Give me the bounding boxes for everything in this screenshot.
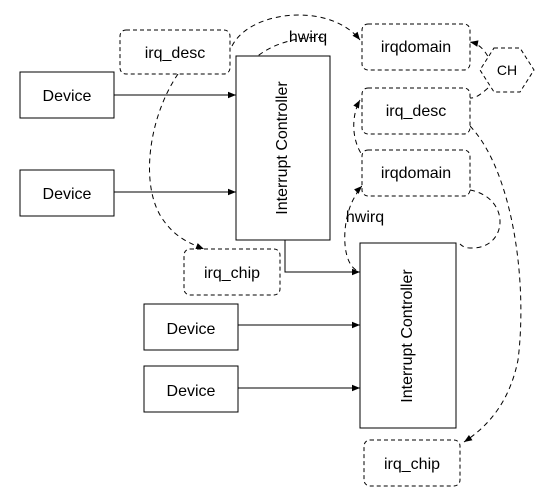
edge-irq-desc-2-to-irq-chip-2 [463, 125, 522, 443]
device-3-label: Device [167, 321, 216, 338]
irq-desc-1: irq_desc [119, 29, 231, 75]
device-3: Device [143, 303, 239, 351]
device-edges [114, 91, 360, 392]
irqdomain-1-label: irqdomain [381, 39, 451, 56]
irq-desc-1-label: irq_desc [145, 45, 205, 62]
interrupt-controller-1: Interrupt Controller [235, 55, 331, 241]
irq-desc-2-label: irq_desc [386, 103, 446, 120]
edge-controller-2-to-irqdomain-2 [344, 185, 363, 271]
irqdomain-1: irqdomain [361, 23, 471, 71]
device-2-label: Device [43, 186, 92, 203]
edge-irqdomain-2-loop [459, 189, 501, 249]
device-1-label: Device [43, 88, 92, 105]
irq-chip-1: irq_chip [183, 248, 281, 296]
ch-label: CH [497, 62, 517, 78]
device-4: Device [143, 365, 239, 413]
interrupt-controller-2: Interrupt Controller [359, 242, 457, 429]
irqdomain-2: irqdomain [361, 149, 471, 197]
device-2: Device [19, 169, 115, 217]
edge-irq-desc-1-to-irq-chip-1 [149, 73, 205, 250]
ch-node: CH [479, 47, 535, 93]
irq-chip-2-label: irq_chip [384, 456, 440, 473]
device-1: Device [19, 71, 115, 119]
edge-controller-1-to-controller-2 [284, 240, 360, 276]
edge-irqdomain-2-to-irq-desc-2 [353, 99, 367, 161]
device-4-label: Device [167, 383, 216, 400]
irqdomain-2-label: irqdomain [381, 165, 451, 182]
hwirq-label-1: hwirq [289, 29, 327, 46]
irq-desc-2: irq_desc [361, 87, 471, 135]
interrupt-controller-1-label: Interrupt Controller [274, 81, 291, 215]
irq-chip-1-label: irq_chip [204, 265, 260, 282]
edge-irq-desc-1-to-irqdomain-1 [231, 14, 361, 47]
interrupt-controller-2-label: Interrupt Controller [399, 269, 416, 403]
edge-ch-to-irq-desc-2 [469, 87, 489, 99]
irq-chip-2: irq_chip [363, 439, 461, 487]
hwirq-label-2: hwirq [346, 209, 384, 226]
